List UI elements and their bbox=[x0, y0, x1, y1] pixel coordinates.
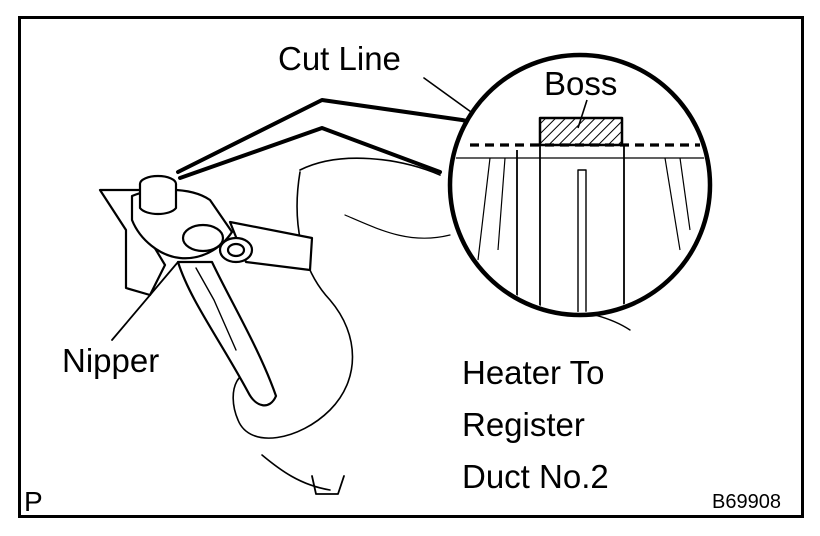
cut-line-leader-lower bbox=[178, 126, 442, 180]
nipper-tool bbox=[98, 174, 314, 407]
cut-line-label: Cut Line bbox=[278, 40, 401, 77]
duct-outline-bottom bbox=[261, 454, 331, 491]
boss-label: Boss bbox=[544, 65, 618, 102]
duct-outline bbox=[299, 157, 441, 176]
duct-wall-left bbox=[477, 157, 506, 261]
duct-inner-line bbox=[344, 214, 451, 239]
figure-id: B69908 bbox=[712, 491, 781, 513]
nipper-handle-grip bbox=[195, 267, 237, 351]
nipper-pivot bbox=[181, 223, 225, 253]
heater-label-line1: Heater To bbox=[462, 354, 605, 391]
boss-cylinder bbox=[138, 182, 178, 216]
boss-block bbox=[538, 116, 624, 147]
heater-label-line2: Register bbox=[462, 406, 585, 443]
nipper-label: Nipper bbox=[62, 342, 160, 379]
boss-leader bbox=[577, 99, 588, 129]
boss-stem bbox=[539, 145, 625, 312]
duct-wall-right bbox=[664, 157, 691, 251]
duct-tab bbox=[311, 475, 345, 495]
nipper-leader bbox=[111, 261, 179, 341]
boss-slot bbox=[577, 169, 587, 312]
heater-label-line3: Duct No.2 bbox=[462, 458, 609, 495]
zoom-circle bbox=[447, 52, 713, 318]
nipper-handle-lower bbox=[176, 260, 278, 407]
nipper-spring-inner bbox=[226, 242, 246, 258]
corner-code: P bbox=[24, 486, 43, 517]
